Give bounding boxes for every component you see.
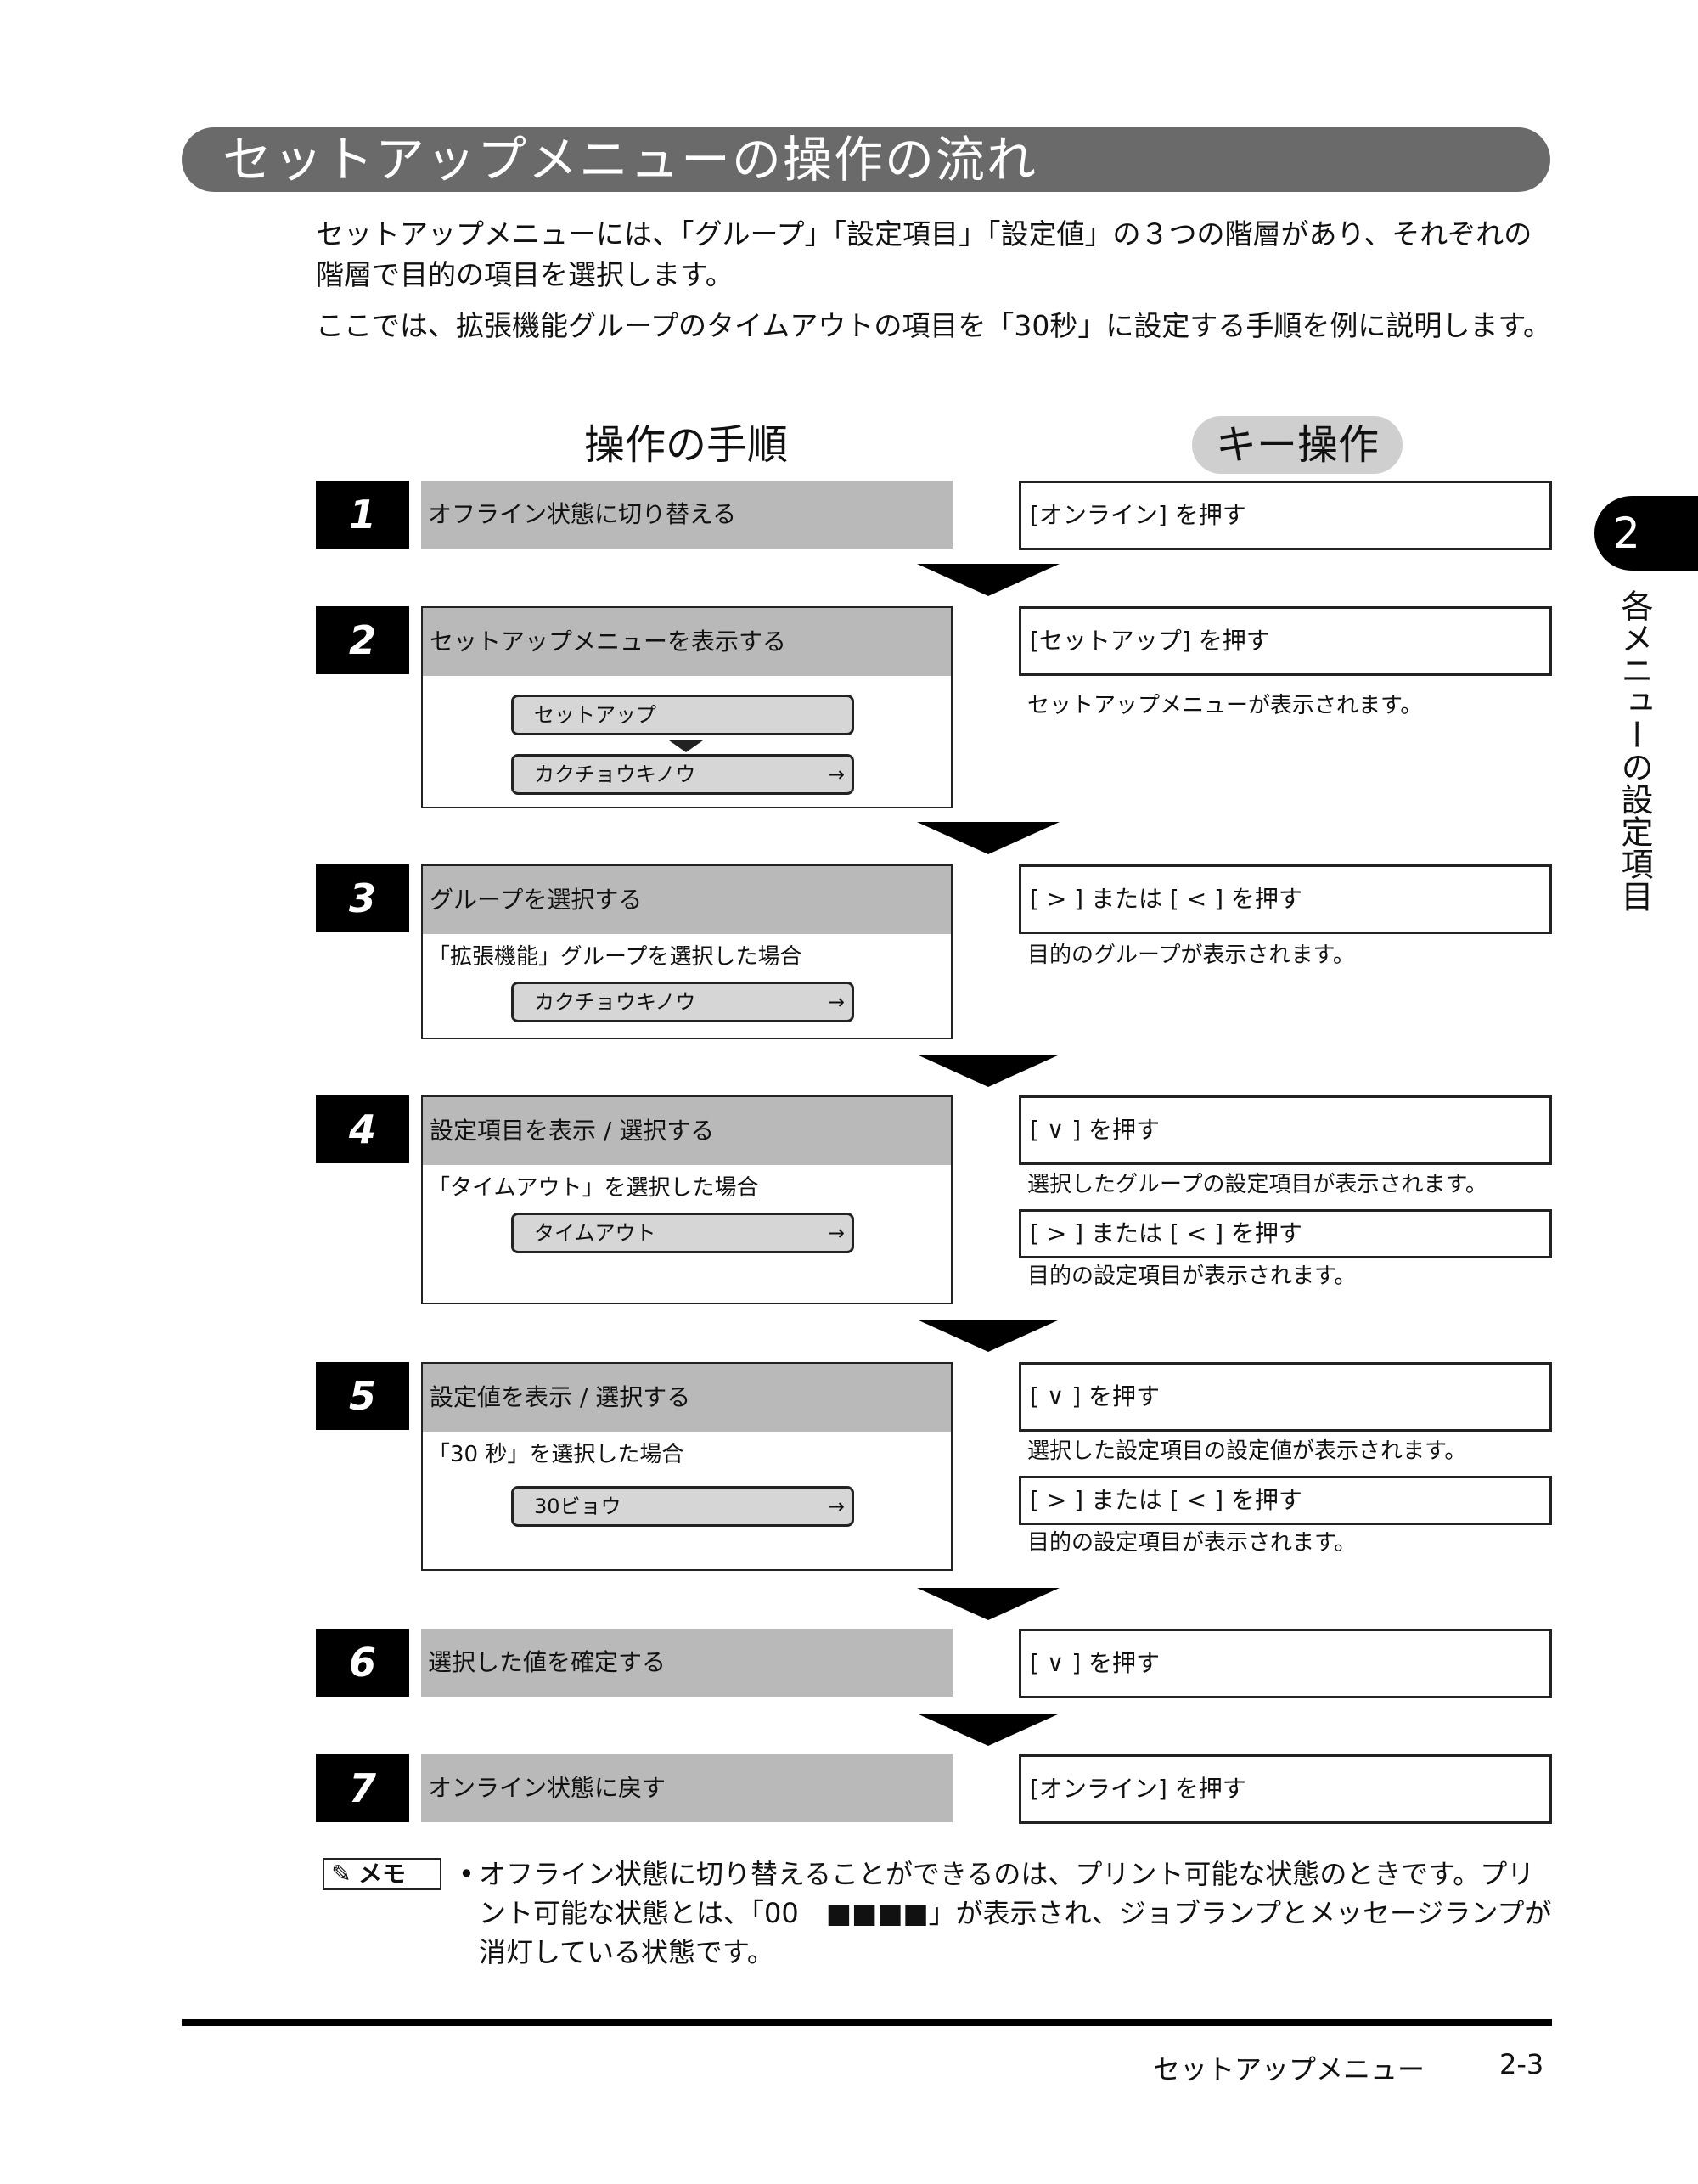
lcd-text: セットアップ bbox=[534, 703, 656, 727]
step-procedure: 選択した値を確定する bbox=[421, 1629, 953, 1697]
lcd-display: セットアップ bbox=[511, 695, 854, 735]
step-label: オフライン状態に切り替える bbox=[421, 481, 953, 549]
step-number: 5 bbox=[316, 1362, 409, 1430]
footer-rule bbox=[182, 2019, 1552, 2026]
memo-text: • オフライン状態に切り替えることができるのは、プリント可能な状態のときです。プ… bbox=[458, 1855, 1554, 1972]
step-procedure: セットアップメニューを表示する セットアップ カクチョウキノウ → bbox=[421, 606, 953, 808]
intro-paragraph-1: セットアップメニューには、「グループ」「設定項目」「設定値」の３つの階層があり、… bbox=[316, 217, 1532, 291]
key-description-2: 目的の設定項目が表示されます。 bbox=[1027, 1530, 1357, 1556]
flow-arrow bbox=[917, 1714, 1060, 1746]
memo-badge: ✎メモ bbox=[323, 1858, 441, 1890]
flow-arrow bbox=[917, 564, 1060, 596]
step-number: 3 bbox=[316, 864, 409, 932]
key-instruction-2: [ > ] または [ < ] を押す bbox=[1019, 1476, 1552, 1525]
key-description-2: 目的の設定項目が表示されます。 bbox=[1027, 1264, 1357, 1289]
key-instruction: [ > ] または [ < ] を押す bbox=[1019, 864, 1552, 934]
step-procedure: 設定項目を表示 / 選択する 「タイムアウト」を選択した場合 タイムアウト → bbox=[421, 1095, 953, 1304]
key-description: 目的のグループが表示されます。 bbox=[1027, 943, 1355, 968]
intro-paragraph-2: ここでは、拡張機能グループのタイムアウトの項目を「30秒」に設定する手順を例に説… bbox=[316, 309, 1552, 342]
right-arrow-icon: → bbox=[827, 763, 845, 786]
key-instruction: [オンライン] を押す bbox=[1019, 1754, 1552, 1824]
flow-arrow bbox=[917, 822, 1060, 854]
key-operation-header: キー操作 bbox=[1192, 416, 1403, 474]
step-number: 7 bbox=[316, 1754, 409, 1822]
lcd-text: 30ビョウ bbox=[534, 1494, 621, 1518]
lcd-display: カクチョウキノウ → bbox=[511, 982, 854, 1022]
flow-arrow bbox=[917, 1588, 1060, 1620]
step-note: 「30 秒」を選択した場合 bbox=[428, 1442, 684, 1467]
right-arrow-icon: → bbox=[827, 1494, 845, 1518]
pencil-icon: ✎ bbox=[331, 1860, 351, 1888]
memo-body: オフライン状態に切り替えることができるのは、プリント可能な状態のときです。プリン… bbox=[479, 1858, 1552, 1968]
lcd-display: カクチョウキノウ → bbox=[511, 754, 854, 795]
key-instruction: [ ∨ ] を押す bbox=[1019, 1095, 1552, 1165]
step-note: 「タイムアウト」を選択した場合 bbox=[428, 1175, 759, 1201]
lcd-text: カクチョウキノウ bbox=[534, 763, 696, 786]
step-label: 選択した値を確定する bbox=[421, 1629, 953, 1697]
key-instruction: [セットアップ] を押す bbox=[1019, 606, 1552, 676]
lcd-text: カクチョウキノウ bbox=[534, 990, 696, 1014]
step-number: 2 bbox=[316, 606, 409, 674]
step-procedure: グループを選択する 「拡張機能」グループを選択した場合 カクチョウキノウ → bbox=[421, 864, 953, 1039]
key-instruction: [ ∨ ] を押す bbox=[1019, 1629, 1552, 1698]
lcd-display: タイムアウト → bbox=[511, 1213, 854, 1253]
step-label: 設定項目を表示 / 選択する bbox=[423, 1097, 951, 1165]
flow-arrow bbox=[917, 1320, 1060, 1352]
page-number: 2-3 bbox=[1499, 2048, 1544, 2080]
lcd-text: タイムアウト bbox=[534, 1221, 656, 1245]
step-procedure: オンライン状態に戻す bbox=[421, 1754, 953, 1822]
step-label: セットアップメニューを表示する bbox=[423, 608, 951, 676]
step-number: 1 bbox=[316, 481, 409, 549]
key-instruction-2: [ > ] または [ < ] を押す bbox=[1019, 1209, 1552, 1258]
step-number: 4 bbox=[316, 1095, 409, 1163]
lcd-down-arrow-icon bbox=[669, 740, 703, 752]
footer-section-title: セットアップメニュー bbox=[1153, 2053, 1425, 2085]
step-procedure: オフライン状態に切り替える bbox=[421, 481, 953, 549]
chapter-side-title: 各メニューの設定項目 bbox=[1616, 589, 1653, 912]
right-arrow-icon: → bbox=[827, 990, 845, 1014]
key-description: 選択したグループの設定項目が表示されます。 bbox=[1027, 1172, 1487, 1197]
page-title: セットアップメニューの操作の流れ bbox=[182, 127, 1550, 192]
step-procedure: 設定値を表示 / 選択する 「30 秒」を選択した場合 30ビョウ → bbox=[421, 1362, 953, 1571]
flow-arrow bbox=[917, 1055, 1060, 1087]
step-label: グループを選択する bbox=[423, 866, 951, 934]
step-number: 6 bbox=[316, 1629, 409, 1697]
key-description: 選択した設定項目の設定値が表示されます。 bbox=[1027, 1438, 1467, 1464]
step-note: 「拡張機能」グループを選択した場合 bbox=[428, 944, 802, 970]
step-label: 設定値を表示 / 選択する bbox=[423, 1364, 951, 1432]
procedure-header: 操作の手順 bbox=[584, 421, 789, 469]
memo-label: メモ bbox=[358, 1860, 407, 1888]
chapter-tab: 2 bbox=[1594, 496, 1698, 571]
key-description: セットアップメニューが表示されます。 bbox=[1027, 693, 1423, 718]
memo-bullet: • bbox=[458, 1858, 475, 1890]
right-arrow-icon: → bbox=[827, 1221, 845, 1245]
step-label: オンライン状態に戻す bbox=[421, 1754, 953, 1822]
key-instruction: [ ∨ ] を押す bbox=[1019, 1362, 1552, 1432]
key-instruction: [オンライン] を押す bbox=[1019, 481, 1552, 550]
lcd-display: 30ビョウ → bbox=[511, 1486, 854, 1527]
